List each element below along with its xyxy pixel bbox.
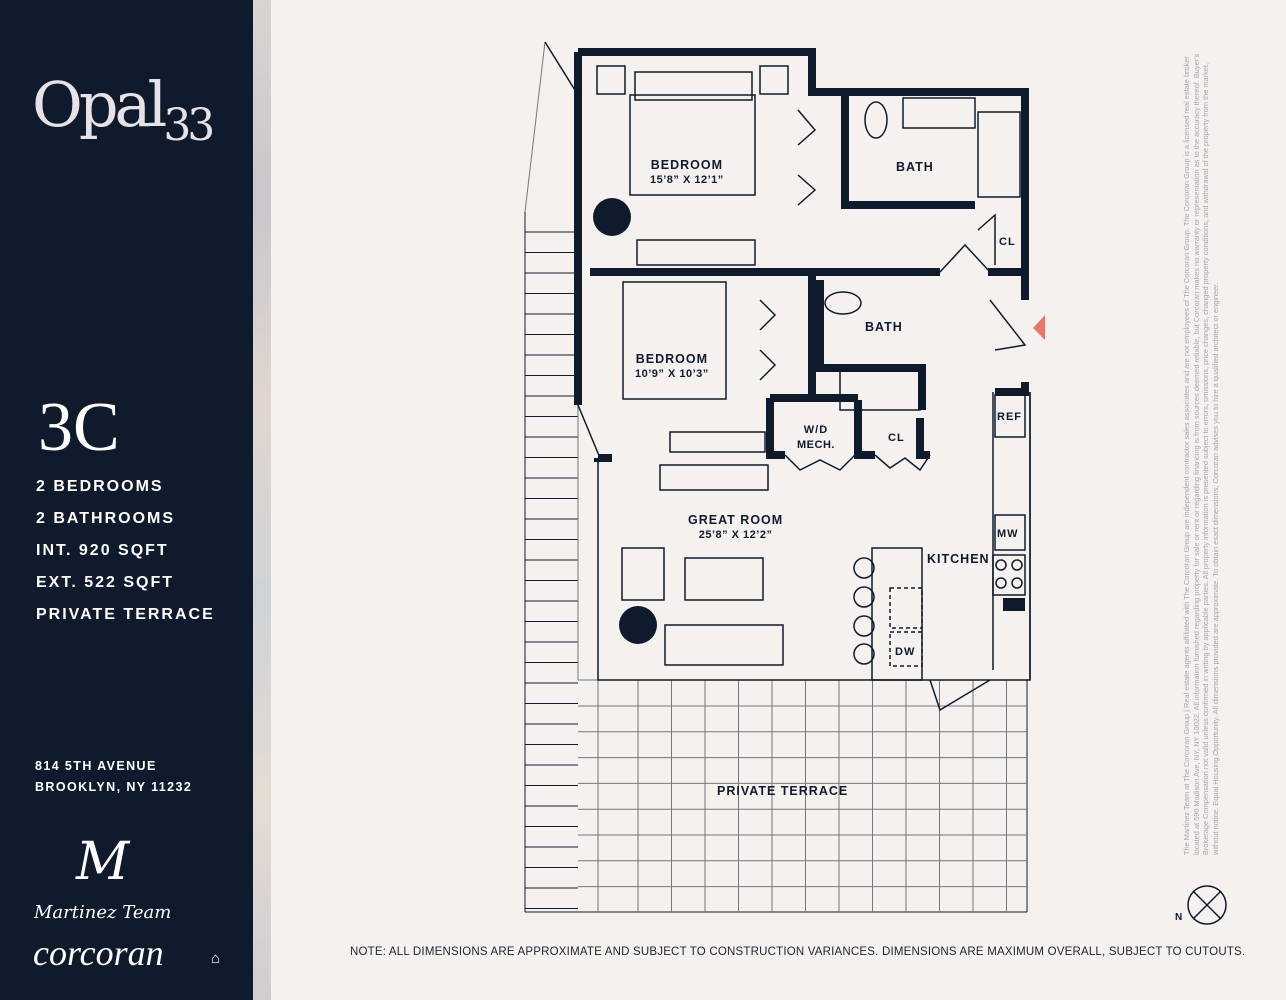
spec-bedrooms: 2 BEDROOMS [36, 478, 164, 495]
burner [1011, 559, 1023, 571]
logo-text: Opal [32, 68, 167, 141]
kitchen-appliance [1003, 598, 1025, 611]
refrigerator [994, 394, 1026, 438]
bed1-pillows [634, 71, 753, 101]
toilet [824, 291, 862, 315]
room-dimensions: 10’9” X 10’3” [635, 368, 709, 380]
range [992, 554, 1026, 596]
bed2 [622, 281, 727, 400]
spec-terrace: PRIVATE TERRACE [36, 606, 215, 623]
closet-door [759, 109, 996, 472]
stool [853, 615, 875, 637]
window [544, 41, 601, 459]
house-icon: ⌂ [211, 950, 221, 967]
marble-strip [253, 0, 271, 1000]
terrace-tile-line [524, 41, 546, 213]
burner [995, 577, 1007, 589]
room-name: W/D [803, 424, 829, 436]
room-name: BEDROOM [650, 158, 724, 172]
wall [995, 385, 1029, 396]
burner [995, 559, 1007, 571]
dishwasher [889, 631, 923, 667]
bed1-nightstand [596, 65, 626, 95]
wall [594, 454, 612, 462]
bath2-tub [839, 369, 921, 411]
armchair [621, 547, 665, 601]
room-label-bath2: BATH [865, 320, 903, 334]
burner [1011, 577, 1023, 589]
room-dimensions: 15’8” X 12’1” [650, 174, 724, 186]
room-label-bath1: BATH [896, 160, 934, 174]
kitchen-counter [992, 392, 1031, 680]
dresser2 [669, 431, 766, 453]
round-table [619, 606, 657, 644]
wall [841, 92, 975, 209]
bath1-tub [977, 111, 1021, 198]
thin-lines [544, 41, 1031, 712]
room-label-bedroom2: BEDROOM 10’9” X 10’3” [635, 352, 709, 382]
wall [578, 48, 1029, 272]
bed1 [629, 94, 756, 196]
walls [574, 48, 1029, 462]
room-label-bedroom1: BEDROOM 15’8” X 12’1” [650, 158, 724, 188]
microwave [994, 514, 1026, 551]
sidebar: Opal33 3C 2 BEDROOMS 2 BATHROOMS INT. 92… [0, 0, 253, 1000]
room-name: BEDROOM [635, 352, 709, 366]
terrace [524, 41, 1028, 913]
address: 814 5TH AVENUE BROOKLYN, NY 11232 [35, 756, 192, 798]
island [871, 547, 923, 681]
spec-interior: INT. 920 SQFT [36, 542, 169, 559]
stool [853, 586, 875, 608]
brokerage-logo: corcoran [33, 933, 164, 973]
bath1-vanity [902, 97, 976, 129]
entry-marker-icon [1033, 315, 1045, 340]
stool [853, 643, 875, 665]
door-swing [929, 243, 1027, 712]
dresser1 [636, 239, 756, 266]
team-name: Martinez Team [34, 902, 172, 923]
coffee-table [684, 557, 764, 601]
media-console [659, 464, 769, 491]
room-name-2: MECH. [797, 439, 835, 451]
label-mw: MW [997, 528, 1019, 540]
room-label-wd-mech: W/D MECH. [797, 423, 835, 453]
room-label-terrace: PRIVATE TERRACE [717, 784, 849, 798]
bed1-nightstand [759, 65, 789, 95]
room-dimensions: 25’8” X 12’2” [698, 529, 773, 541]
compass-north-label: N [1175, 912, 1184, 923]
address-line2: BROOKLYN, NY 11232 [35, 780, 193, 794]
room-label-closet: CL [999, 236, 1016, 248]
team-monogram: M [76, 832, 130, 892]
sink [889, 587, 923, 629]
spec-bathrooms: 2 BATHROOMS [36, 510, 176, 527]
stool [853, 557, 875, 579]
wall [766, 394, 930, 459]
unit-specs: 2 BEDROOMS 2 BATHROOMS INT. 920 SQFT EXT… [36, 478, 215, 638]
label-ref: REF [997, 411, 1022, 423]
wall [808, 272, 926, 410]
compass-icon [1187, 885, 1227, 925]
label-dw: DW [895, 646, 916, 658]
toilet [864, 101, 888, 139]
sofa [664, 624, 784, 666]
building-logo: Opal33 [32, 68, 215, 151]
room-label-closet-2: CL [888, 432, 905, 444]
room-label-great-room: GREAT ROOM 25’8” X 12’2” [688, 513, 783, 543]
room-name: GREAT ROOM [688, 513, 784, 527]
legal-disclaimer: The Martinez Team at The Corcoran Group … [1182, 53, 1220, 855]
spec-exterior: EXT. 522 SQFT [36, 574, 175, 591]
room-label-kitchen: KITCHEN [927, 552, 990, 566]
logo-number: 33 [163, 100, 215, 151]
address-line1: 814 5TH AVENUE [35, 759, 157, 773]
round-table [593, 198, 631, 236]
unit-number: 3C [38, 389, 120, 466]
dimensions-note: NOTE: ALL DIMENSIONS ARE APPROXIMATE AND… [350, 946, 1246, 958]
